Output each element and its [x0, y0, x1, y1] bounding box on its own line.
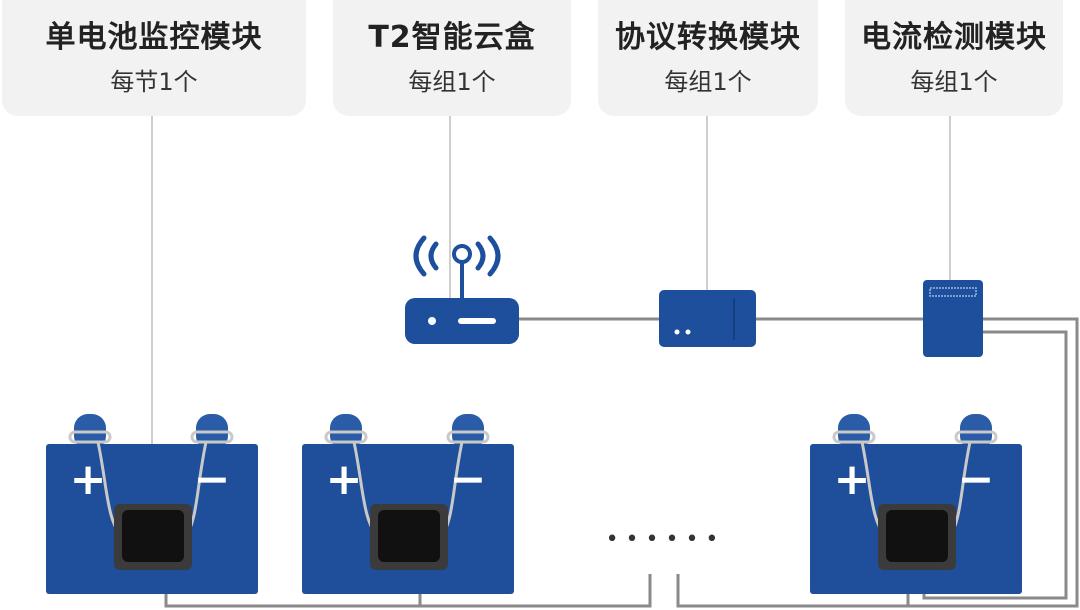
current-detector-device: [923, 280, 983, 357]
label-card-protocol-converter: 协议转换模块 每组1个: [598, 0, 818, 116]
label-title-protocol-converter: 协议转换模块: [615, 19, 801, 55]
router-led-icon: [428, 317, 436, 325]
battery-clamp-negative: [190, 430, 234, 444]
battery-monitor-module: [122, 510, 184, 562]
converter-body: [659, 290, 756, 347]
plus-symbol-icon: +: [70, 454, 107, 505]
minus-symbol-icon: −: [194, 454, 231, 505]
label-subtitle-current-detector: 每组1个: [910, 67, 998, 96]
label-card-t2-cloud-box: T2智能云盒 每组1个: [333, 0, 571, 116]
plus-symbol-icon: +: [834, 454, 871, 505]
label-subtitle-t2-cloud-box: 每组1个: [408, 67, 496, 96]
converter-led-1-icon: [674, 329, 680, 335]
label-card-battery-monitor: 单电池监控模块 每节1个: [2, 0, 306, 116]
battery-1: +−: [46, 414, 258, 594]
label-title-battery-monitor: 单电池监控模块: [45, 19, 263, 55]
battery-clamp-negative: [954, 430, 998, 444]
detector-body: [923, 280, 983, 357]
battery-group: +−+−+−: [46, 414, 1022, 594]
battery-clamp-positive: [832, 430, 876, 444]
label-title-current-detector: 电流检测模块: [861, 19, 1047, 55]
minus-symbol-icon: −: [958, 454, 995, 505]
wifi-wave-right-inner-icon: [475, 241, 486, 271]
minus-symbol-icon: −: [450, 454, 487, 505]
plus-symbol-icon: +: [326, 454, 363, 505]
t2-cloud-box-device: [405, 235, 519, 344]
battery-clamp-positive: [68, 430, 112, 444]
detector-vent-icon: [929, 287, 977, 297]
battery-3: +−: [810, 414, 1022, 594]
wire-detector-to-bus: [676, 317, 1079, 608]
battery-monitor-module: [886, 510, 948, 562]
battery-clamp-positive: [324, 430, 368, 444]
antenna-tip-icon: [452, 244, 472, 264]
label-subtitle-battery-monitor: 每节1个: [110, 67, 198, 96]
label-subtitle-protocol-converter: 每组1个: [664, 67, 752, 96]
router-port-icon: [458, 318, 496, 324]
protocol-converter-device: [659, 290, 756, 347]
wifi-wave-left-outer-icon: [413, 235, 427, 277]
label-card-current-detector: 电流检测模块 每组1个: [845, 0, 1063, 116]
label-title-t2-cloud-box: T2智能云盒: [368, 19, 536, 55]
ellipsis-more-batteries: • • • • • •: [606, 527, 719, 552]
battery-2: +−: [302, 414, 514, 594]
battery-monitor-module: [378, 510, 440, 562]
battery-clamp-negative: [446, 430, 490, 444]
wifi-wave-right-outer-icon: [487, 235, 501, 277]
wifi-wave-left-inner-icon: [428, 241, 439, 271]
converter-led-2-icon: [685, 329, 691, 335]
